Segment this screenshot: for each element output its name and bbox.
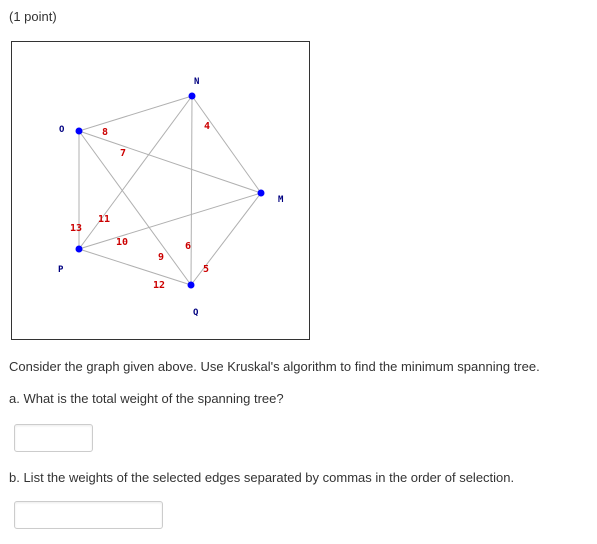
vertex-label-o: O bbox=[59, 125, 65, 135]
vertex-label-q: Q bbox=[193, 308, 199, 318]
vertex-label-p: P bbox=[58, 265, 64, 275]
question-part-a: a. What is the total weight of the spann… bbox=[9, 391, 284, 406]
vertex-label-m: M bbox=[278, 195, 284, 205]
vertex-n bbox=[188, 92, 196, 100]
total-weight-input[interactable] bbox=[14, 424, 93, 452]
weight-label-n-m: 4 bbox=[204, 121, 210, 132]
vertex-q bbox=[187, 281, 195, 289]
edge-n-q bbox=[190, 95, 193, 286]
edge-n-m bbox=[191, 95, 262, 194]
edge-o-q bbox=[78, 130, 192, 286]
points-label: (1 point) bbox=[9, 9, 57, 24]
edge-n-p bbox=[78, 95, 193, 250]
weight-label-o-n: 8 bbox=[102, 127, 108, 138]
weight-label-o-m: 7 bbox=[120, 148, 126, 159]
vertex-m bbox=[257, 189, 265, 197]
vertex-p bbox=[75, 245, 83, 253]
question-intro: Consider the graph given above. Use Krus… bbox=[9, 359, 540, 374]
graph-edges bbox=[78, 95, 262, 286]
edge-o-n bbox=[78, 95, 193, 132]
edge-list-input[interactable] bbox=[14, 501, 163, 529]
weight-label-n-p: 11 bbox=[98, 214, 110, 225]
graph-vertices bbox=[75, 92, 265, 289]
weight-label-n-q: 6 bbox=[185, 241, 191, 252]
graph-svg: N M Q P O 8 7 13 4 11 6 10 5 9 12 bbox=[58, 77, 284, 318]
vertex-o bbox=[75, 127, 83, 135]
edge-p-q bbox=[78, 248, 192, 286]
edge-o-m bbox=[78, 130, 262, 194]
weight-label-o-p: 13 bbox=[70, 223, 82, 234]
edge-m-q bbox=[190, 192, 262, 286]
graph-figure: N M Q P O 8 7 13 4 11 6 10 5 9 12 bbox=[11, 41, 310, 340]
weight-label-p-q: 12 bbox=[153, 280, 165, 291]
edge-m-p bbox=[78, 192, 262, 250]
weight-label-o-q: 9 bbox=[158, 252, 164, 263]
weight-label-m-q: 5 bbox=[203, 264, 209, 275]
vertex-label-n: N bbox=[194, 77, 199, 87]
weight-label-m-p: 10 bbox=[116, 237, 128, 248]
question-part-b: b. List the weights of the selected edge… bbox=[9, 470, 515, 485]
